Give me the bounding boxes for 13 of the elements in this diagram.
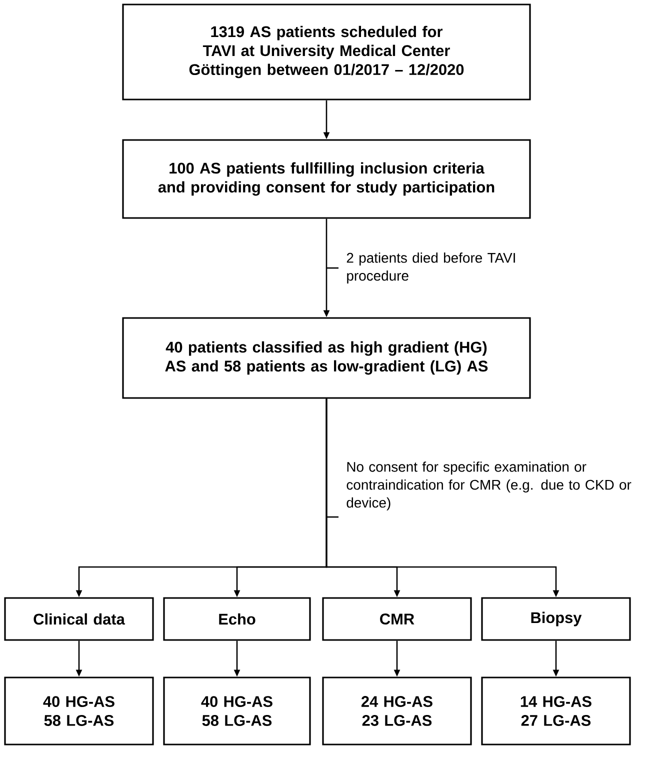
flow-box: 40 HG-AS 58 LG-AS bbox=[4, 676, 154, 746]
flow-box: Echo bbox=[163, 597, 311, 641]
flow-box: Clinical data bbox=[4, 597, 154, 641]
edge-label: 2 patients died before TAVI procedure bbox=[346, 252, 515, 284]
flow-box: CMR bbox=[322, 597, 472, 641]
flow-box: Biopsy bbox=[481, 597, 631, 641]
edge-label: No consent for specific examination or contraindication for CMR (e.g. due to CKD or device) bbox=[346, 462, 632, 510]
flow-box: 40 patients classified as high gradient (HG) AS and 58 patients as low-gradient (LG) AS bbox=[122, 317, 531, 399]
flow-box: 24 HG-AS 23 LG-AS bbox=[322, 676, 472, 746]
flow-box: 100 AS patients fullfilling inclusion criteria and providing consent for study participation bbox=[122, 139, 531, 219]
flow-box: 40 HG-AS 58 LG-AS bbox=[163, 676, 311, 746]
flow-box: 14 HG-AS 27 LG-AS bbox=[481, 676, 631, 746]
flow-box: 1319 AS patients scheduled for TAVI at University Medical Center Göttingen between 01/2017 – 12/2020 bbox=[122, 4, 531, 100]
